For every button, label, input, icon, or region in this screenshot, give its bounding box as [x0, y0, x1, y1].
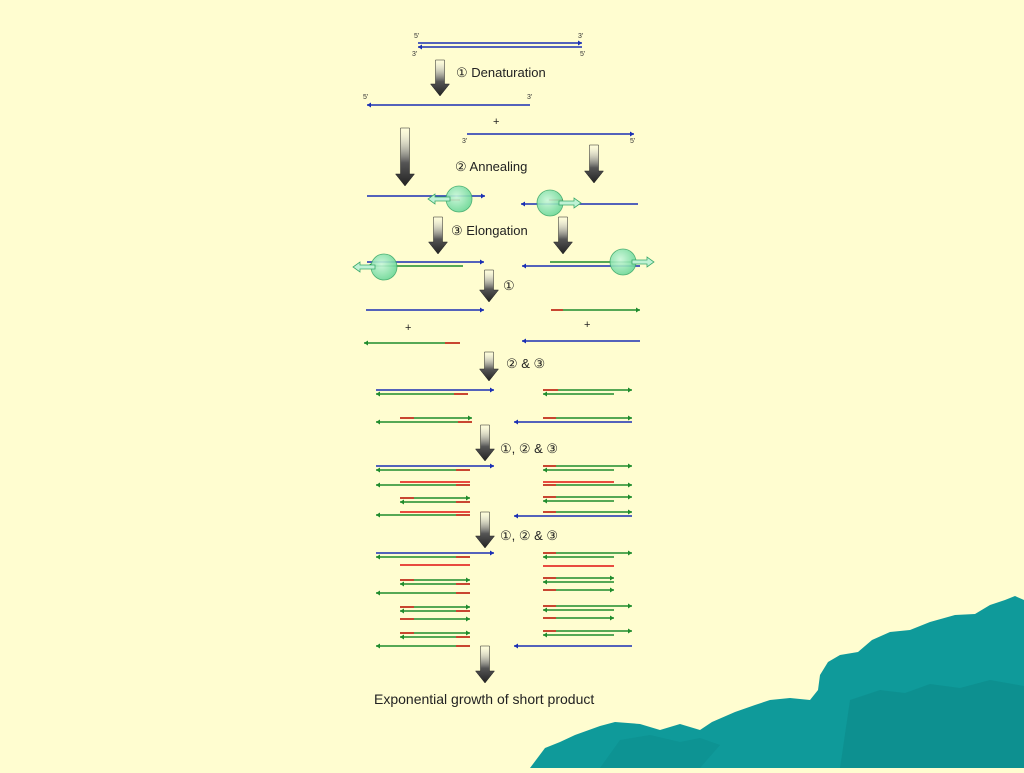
strand-arrowhead	[543, 498, 547, 504]
strand-arrowhead	[468, 415, 472, 421]
down-arrow-icon	[429, 59, 451, 97]
teal-landscape-decoration	[530, 596, 1024, 768]
strand-arrowhead	[636, 307, 640, 313]
strand-arrowhead	[610, 587, 614, 593]
strand-arrowhead	[364, 340, 368, 346]
strand-end-label: 3'	[412, 51, 418, 58]
strand-arrowhead	[630, 131, 634, 137]
strand-arrowhead	[490, 387, 494, 393]
step-elongation-label: ③ Elongation	[451, 223, 528, 238]
strand-arrowhead	[466, 604, 470, 610]
strand-arrowhead	[376, 554, 380, 560]
down-arrow-icon	[583, 144, 605, 184]
strand-arrowhead	[490, 550, 494, 556]
strand-arrowhead	[466, 616, 470, 622]
polymerase-enzymes	[352, 185, 655, 281]
strand-arrowhead	[376, 419, 380, 425]
strand-end-label: 3'	[527, 94, 533, 101]
strand-arrowhead	[376, 467, 380, 473]
strand-end-label: 3'	[462, 138, 468, 145]
strand-arrowhead	[628, 628, 632, 634]
step-full-cycle-label-1: ①, ② & ③	[500, 441, 559, 456]
strand-arrowhead	[367, 102, 371, 108]
down-arrow-icon	[394, 127, 416, 187]
strand-arrowhead	[610, 615, 614, 621]
strand-arrowhead	[628, 494, 632, 500]
plus-sign: +	[493, 116, 500, 128]
step-cycle1-label: ①	[503, 278, 515, 293]
strand-arrowhead	[376, 512, 380, 518]
strand-arrowhead	[466, 577, 470, 583]
down-arrow-icon	[474, 645, 496, 684]
strand-arrowhead	[522, 263, 526, 269]
strand-arrowhead	[400, 634, 404, 640]
strand-end-label: 5'	[414, 33, 420, 40]
direction-arrow-icon	[427, 193, 451, 205]
strand-arrowhead	[628, 603, 632, 609]
down-arrow-icon	[478, 269, 500, 303]
strand-arrowhead	[543, 632, 547, 638]
strand-arrowhead	[543, 391, 547, 397]
strand-arrowhead	[628, 482, 632, 488]
plus-sign: +	[584, 319, 591, 331]
process-arrows	[394, 59, 605, 684]
strand-arrowhead	[376, 482, 380, 488]
strand-arrowhead	[628, 387, 632, 393]
strand-end-label: 3'	[578, 33, 584, 40]
strand-arrowhead	[466, 630, 470, 636]
strand-end-label: 5'	[630, 138, 636, 145]
strand-arrowhead	[628, 509, 632, 515]
down-arrow-icon	[552, 216, 574, 255]
strand-arrowhead	[514, 513, 518, 519]
strand-arrowhead	[400, 581, 404, 587]
direction-arrow-icon	[352, 261, 376, 273]
strand-arrowhead	[400, 499, 404, 505]
strand-arrowhead	[466, 495, 470, 501]
strand-end-label: 5'	[363, 94, 369, 101]
strand-arrowhead	[543, 607, 547, 613]
direction-arrow-icon	[558, 197, 582, 209]
strand-arrowhead	[514, 419, 518, 425]
strand-arrowhead	[522, 338, 526, 344]
strand-arrowhead	[376, 590, 380, 596]
step-annealing-label: ② Annealing	[455, 159, 528, 174]
strand-arrowhead	[543, 467, 547, 473]
strand-arrowhead	[543, 554, 547, 560]
strand-arrowhead	[628, 463, 632, 469]
down-arrow-icon	[474, 424, 496, 462]
step-denaturation-label: ① Denaturation	[456, 65, 546, 80]
plus-sign: +	[405, 322, 412, 334]
strand-arrowhead	[628, 550, 632, 556]
strand-arrowhead	[514, 643, 518, 649]
strand-arrowhead	[521, 201, 525, 207]
strand-arrowhead	[610, 575, 614, 581]
strand-end-label: 5'	[580, 51, 586, 58]
caption-exponential-growth: Exponential growth of short product	[374, 691, 595, 707]
down-arrow-icon	[478, 351, 500, 382]
strand-arrowhead	[400, 608, 404, 614]
strand-arrowhead	[578, 40, 582, 46]
strand-arrowhead	[418, 44, 422, 50]
step-annealing-elongation-label: ② & ③	[506, 356, 546, 371]
down-arrow-icon	[427, 216, 449, 255]
strand-arrowhead	[628, 415, 632, 421]
strand-arrowhead	[480, 259, 484, 265]
strand-arrowhead	[490, 463, 494, 469]
down-arrow-icon	[474, 511, 496, 549]
strand-arrowhead	[481, 193, 485, 199]
strand-arrowhead	[543, 579, 547, 585]
dna-strands	[364, 40, 640, 649]
strand-arrowhead	[376, 643, 380, 649]
direction-arrow-icon	[631, 256, 655, 268]
strand-arrowhead	[376, 391, 380, 397]
step-full-cycle-label-2: ①, ② & ③	[500, 528, 559, 543]
strand-arrowhead	[480, 307, 484, 313]
